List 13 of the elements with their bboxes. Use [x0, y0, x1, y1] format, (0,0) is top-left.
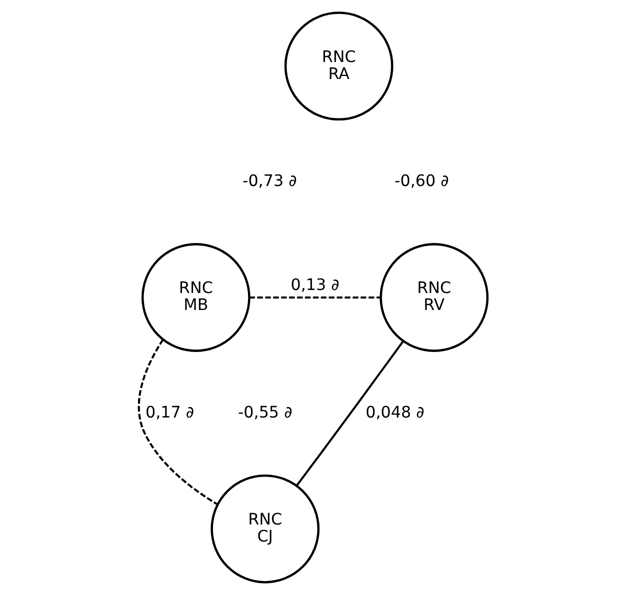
node-circle: RNC CJ	[210, 474, 320, 584]
connector	[137, 339, 218, 506]
edge-label: 0,17 ∂	[145, 402, 194, 422]
label: -0,73 ∂	[242, 170, 296, 190]
label: -0,55 ∂	[237, 402, 292, 422]
connector	[295, 340, 404, 486]
connector	[248, 296, 380, 299]
label: -0,60 ∂	[394, 170, 448, 190]
node-circle: RNC RA	[284, 12, 393, 121]
edge-label: 0,13 ∂	[290, 274, 339, 294]
node-circle: RNC MB	[140, 243, 250, 352]
edge-label: 0,048 ∂	[365, 402, 424, 422]
node-circle: RNC RV	[379, 243, 488, 352]
